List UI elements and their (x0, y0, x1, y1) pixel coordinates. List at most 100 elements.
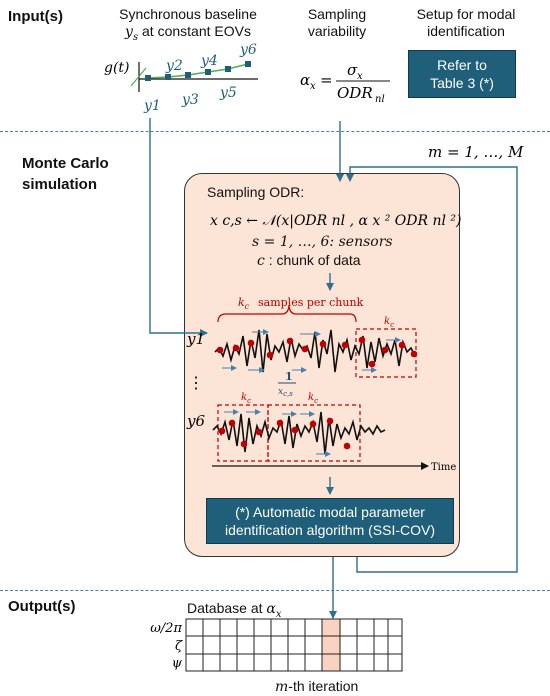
time-axis-label: Time (431, 462, 456, 473)
vertical-dots: ⋮ (188, 373, 204, 392)
fraction-numerator: 1 (285, 370, 293, 383)
baseline-y-labels: y1 y2 y3 y4 y5 y6 (143, 42, 257, 114)
signal-y6-waveform (212, 411, 386, 455)
kc-label-y6-b: kc (308, 392, 318, 405)
setup-box-line1: Refer to (437, 57, 487, 73)
sampling-formula-text: x c,s ← 𝒩(x|ODR nl , α x ² ODR nl ²) (210, 213, 462, 229)
algorithm-box: (*) Automatic modal parameter identifica… (206, 498, 454, 544)
alpha-sub: x (310, 81, 316, 92)
samples-y1 (216, 336, 418, 368)
kc-label-y6-a: kc (241, 392, 251, 405)
baseline-title: Synchronous baseline ys at constant EOVs (98, 6, 278, 46)
odr-sub: nl (375, 94, 385, 105)
g-of-t-label: g(t) (104, 60, 130, 76)
row-label-modeshape: ψ (172, 656, 183, 671)
kc-label-y1: kc (384, 316, 394, 329)
setup-box-line2: Table 3 (*) (430, 75, 494, 91)
y3-label: y3 (181, 92, 199, 108)
signal-y6-label: y6 (186, 412, 205, 430)
chunk-brace (217, 305, 357, 323)
baseline-point-5 (225, 66, 231, 72)
odr-symbol: ODR (337, 84, 373, 102)
interval-arrows-y6 (224, 409, 331, 457)
chunk-text: : chunk of data (268, 252, 361, 268)
row-label-frequency: ω/2π (150, 621, 182, 636)
row-labels: ω/2π ζ ψ (150, 621, 183, 671)
y2-label: y2 (165, 58, 183, 74)
setup-title: Setup for modal identification (396, 6, 536, 40)
loop-arrow (346, 166, 518, 573)
baseline-plot: g(t) y1 y2 y3 y4 y5 y6 (104, 42, 258, 114)
chunk-box-y6-b (267, 404, 361, 462)
variability-title-line1: Sampling (307, 6, 367, 22)
y4-label: y4 (200, 53, 218, 69)
sampling-formula: x c,s ← 𝒩(x|ODR nl , α x ² ODR nl ²) (210, 213, 462, 229)
baseline-sample-points (145, 61, 251, 81)
algorithm-line2: identification algorithm (SSI-COV) (224, 522, 436, 538)
database-label: Database at αx (187, 600, 282, 620)
output-section-label: Output(s) (8, 598, 76, 615)
interval-arrows-y1 (222, 329, 401, 373)
iteration-var: m (275, 679, 289, 695)
signal-y1-label: y1 (186, 330, 205, 348)
signal-y1-group: y1 ⋮ kc samples per chunk kc (186, 296, 418, 398)
database-alpha: α (266, 601, 276, 617)
loop-label-text: m = 1, …, M (428, 143, 524, 161)
sampling-odr-title: Sampling ODR: (207, 184, 305, 200)
baseline-point-3 (185, 72, 191, 78)
sensors-line: s = 1, …, 6: sensors (252, 233, 393, 250)
chunk-var: c (257, 253, 265, 269)
database-label-text: Database at (187, 600, 263, 616)
alpha-formula: α x = σ x ODR nl (300, 61, 390, 105)
baseline-point-1 (145, 75, 151, 81)
sigma-symbol: σ (347, 61, 358, 79)
baseline-title-line1: Synchronous baseline (119, 6, 257, 22)
samples-y6 (218, 417, 351, 450)
setup-reference-box: Refer to Table 3 (*) (408, 50, 516, 98)
variability-title: Sampling variability (292, 6, 382, 40)
bottom-separator (0, 590, 550, 591)
alpha-equals: = (320, 71, 333, 89)
grid-lines (185, 618, 403, 672)
chunk-line: c : chunk of data (257, 252, 361, 269)
input-section-label: Input(s) (8, 8, 63, 25)
baseline-title-line2: ys at constant EOVs (98, 23, 278, 46)
database-grid: ω/2π ζ ψ (150, 618, 403, 672)
monte-carlo-box (184, 173, 460, 557)
iteration-label: m-th iteration (275, 678, 358, 695)
fraction-denominator: xc,s (278, 387, 293, 398)
baseline-point-4 (205, 69, 211, 75)
y5-label: y5 (219, 85, 237, 101)
baseline-point-2 (165, 74, 171, 80)
baseline-title-text: at constant EOVs (142, 23, 251, 39)
samples-per-chunk-label: samples per chunk (258, 296, 364, 309)
alpha-symbol: α (300, 71, 310, 89)
setup-title-line2: identification (427, 23, 505, 39)
database-alpha-sub: x (275, 608, 282, 620)
kc-brace-label: kc (238, 296, 250, 311)
monte-carlo-label-line2: simulation (22, 176, 98, 193)
loop-label: m = 1, …, M (428, 143, 524, 161)
baseline-var: y (125, 24, 133, 40)
sensors-text: s = 1, …, 6: sensors (252, 234, 393, 250)
top-separator (0, 131, 550, 132)
y1-label: y1 (143, 98, 161, 114)
iteration-text: -th iteration (288, 678, 359, 694)
flow-arrows (149, 118, 518, 619)
row-label-damping: ζ (175, 639, 183, 654)
setup-title-line1: Setup for modal (416, 6, 516, 22)
signal-y6-group: y6 kc kc (186, 392, 386, 462)
baseline-trend-line (147, 63, 249, 79)
baseline-point-6 (245, 61, 251, 67)
y6-label: y6 (239, 42, 257, 58)
algorithm-line1: (*) Automatic modal parameter (235, 504, 425, 520)
baseline-to-signals-arrow (149, 118, 208, 337)
variability-title-line2: variability (307, 23, 367, 39)
monte-carlo-label-line1: Monte Carlo (22, 155, 109, 172)
baseline-slope-mark (130, 67, 147, 87)
baseline-var-sub: s (132, 31, 139, 43)
sigma-sub: x (357, 71, 363, 82)
highlighted-iteration-column (322, 619, 340, 671)
